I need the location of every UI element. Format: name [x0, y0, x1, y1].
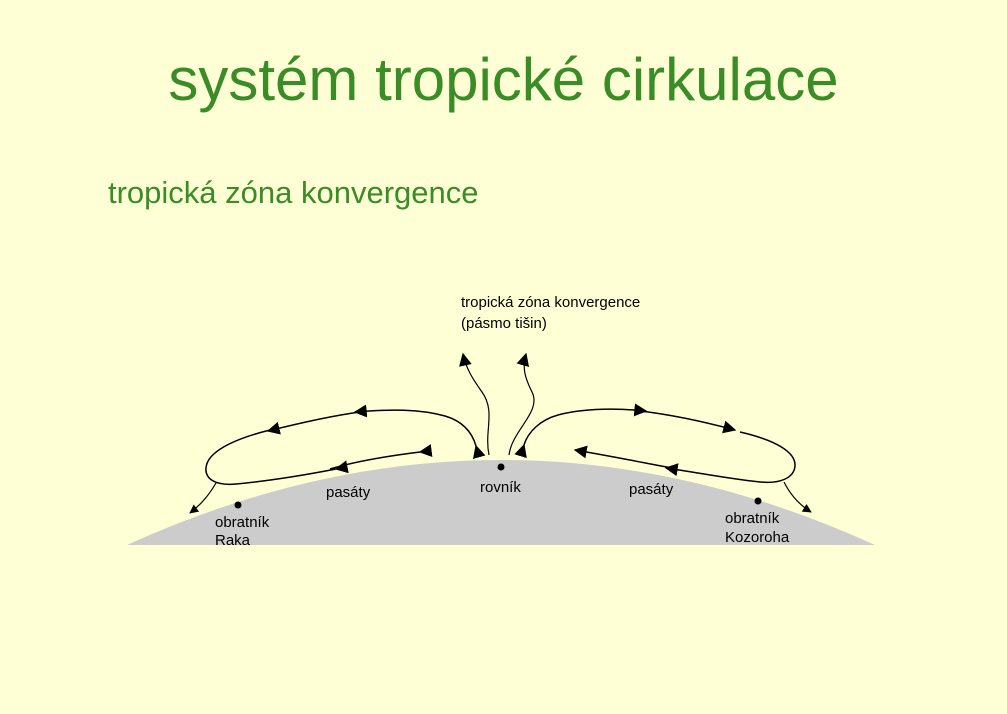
left-cell-upper-arrow [353, 404, 486, 460]
left-cell-descent-arrow [189, 482, 217, 514]
earth-surface [127, 460, 875, 545]
rising-air-left-arrow [459, 352, 490, 456]
equator-dot [497, 463, 505, 471]
slide-title: systém tropické cirkulace [168, 46, 839, 113]
left-cell-upper-arrow-2 [266, 411, 361, 435]
tropic-capricorn-label-line2: Kozoroha [725, 529, 790, 546]
slide-subtitle: tropická zóna konvergence [108, 175, 479, 210]
right-cell-trade-wind-arrow [664, 431, 796, 484]
equator-label: rovník [480, 479, 521, 496]
right-cell-upper-arrow-2 [639, 410, 737, 434]
itcz-label-line1: tropická zóna konvergence [461, 294, 640, 311]
tropic-capricorn-dot [754, 497, 762, 505]
right-cell-descent-arrow [783, 481, 812, 513]
tropic-cancer-label-line2: Raka [215, 532, 251, 549]
trade-winds-right-label: pasáty [629, 481, 674, 498]
tropic-cancer-label-line1: obratník [215, 514, 270, 531]
tropic-cancer-dot [234, 501, 242, 509]
tropic-capricorn-label-line1: obratník [725, 510, 780, 527]
right-cell-upper-arrow [514, 403, 648, 459]
itcz-label-line2: (pásmo tišin) [461, 315, 547, 332]
left-cell-trade-wind-arrow [205, 429, 349, 486]
trade-winds-left-label: pasáty [326, 484, 371, 501]
rising-air-right-arrow [508, 352, 535, 456]
